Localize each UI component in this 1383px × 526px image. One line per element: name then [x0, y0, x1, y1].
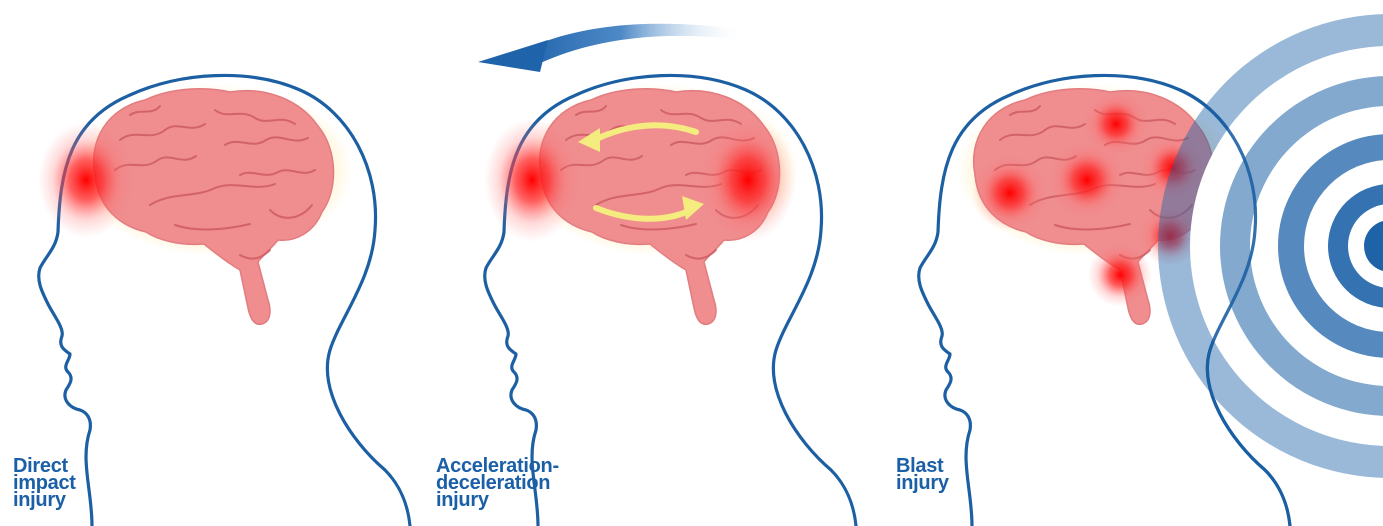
panel-direct-impact	[38, 75, 410, 526]
movement-arrow-icon	[478, 24, 745, 72]
hotspot-icon	[1088, 243, 1152, 307]
hotspot-icon	[972, 155, 1048, 231]
label-line: injury	[13, 492, 76, 509]
blast-wave-icon	[1158, 14, 1383, 478]
hotspot-icon	[38, 122, 134, 238]
label-blast: Blast injury	[896, 458, 949, 492]
label-line: injury	[896, 475, 949, 492]
hotspot-icon	[1084, 92, 1148, 156]
label-line: injury	[436, 492, 559, 509]
label-direct-impact: Direct impact injury	[13, 458, 76, 509]
label-acceleration-deceleration: Acceleration- deceleration injury	[436, 458, 559, 509]
hotspot-icon	[484, 118, 580, 242]
hotspot-icon	[700, 118, 796, 242]
